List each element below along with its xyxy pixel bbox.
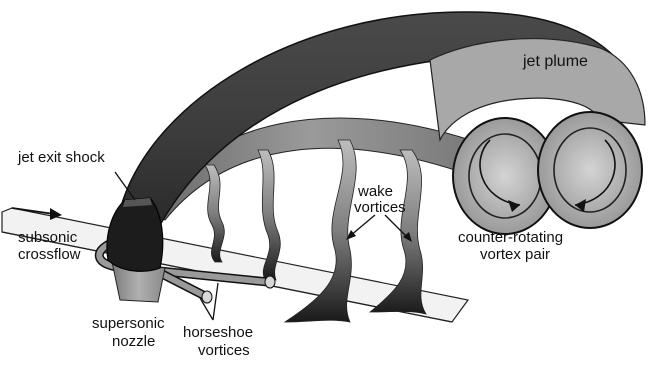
label-wake: wake xyxy=(357,183,393,200)
label-horseshoe: horseshoe xyxy=(183,324,253,341)
label-vortex-pair: vortex pair xyxy=(480,246,550,263)
label-subsonic: subsonic xyxy=(18,229,78,246)
label-wake-vortices: vortices xyxy=(354,199,406,216)
label-jet-exit-shock: jet exit shock xyxy=(17,149,105,166)
label-nozzle: nozzle xyxy=(112,333,155,350)
label-supersonic: supersonic xyxy=(92,315,165,332)
label-counter-rotating: counter-rotating xyxy=(458,229,563,246)
label-jet-plume: jet plume xyxy=(522,53,588,70)
jet-exit-shock xyxy=(107,198,163,271)
label-crossflow: crossflow xyxy=(18,246,81,263)
label-horseshoe-vortices: vortices xyxy=(198,342,250,359)
wake-vortex-3 xyxy=(285,140,356,322)
